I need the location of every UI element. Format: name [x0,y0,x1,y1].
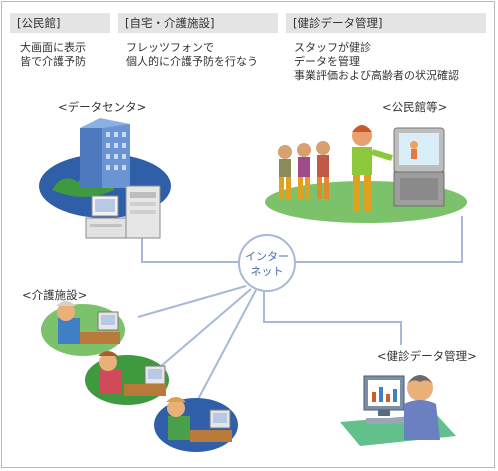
tv-screen-icon [393,127,445,207]
server-icon [125,185,161,239]
line-community-center [295,216,463,263]
label-community-center: <公民館等> [382,100,448,114]
header-health-data: [健診データ管理] [286,13,486,33]
data-center-illustration [39,118,171,239]
computer-icon [85,195,127,239]
label-care-facility: <介護施設> [22,288,88,302]
desc-community-center: 大画面に表示 皆で介護予防 [20,41,86,69]
line-care-2 [159,288,252,368]
header-home-care: [自宅・介護施設] [118,13,278,33]
line-care-3 [194,289,257,406]
monitor-chart-icon [363,375,408,424]
line-data-center [141,230,240,263]
connection-lines [137,216,463,406]
staff-person-icon [404,375,440,440]
desc-home-care: フレッツフォンで 個人的に介護予防を行なう [126,41,258,69]
hub-label-line1: インター [245,250,289,263]
label-data-center: <データセンタ> [58,100,147,114]
desc-line: スタッフが健診 [294,41,371,54]
care-facility-scene-2 [85,351,169,405]
care-facility-scene-1 [41,301,125,356]
desc-line: 個人的に介護予防を行なう [126,55,258,68]
care-facility-scene-3 [154,397,238,452]
desc-line: データを管理 [294,55,360,68]
desc-line: 皆で介護予防 [20,55,86,68]
line-care-1 [137,285,247,318]
people-icon [278,125,393,211]
building-icon [80,118,130,188]
desc-line: フレッツフォンで [126,41,214,54]
internet-hub: インター ネット [238,234,296,292]
header-community-center: [公民館] [10,13,110,33]
line-health-data [263,290,402,345]
desc-health-data: スタッフが健診 データを管理 事業評価および高齢者の状況確認 [294,41,459,83]
desc-line: 大画面に表示 [20,41,86,54]
hub-label-line2: ネット [251,265,284,278]
community-center-illustration [265,125,467,223]
label-health-data: <健診データ管理> [377,349,477,363]
desc-line: 事業評価および高齢者の状況確認 [294,69,459,82]
health-data-illustration [340,375,456,446]
